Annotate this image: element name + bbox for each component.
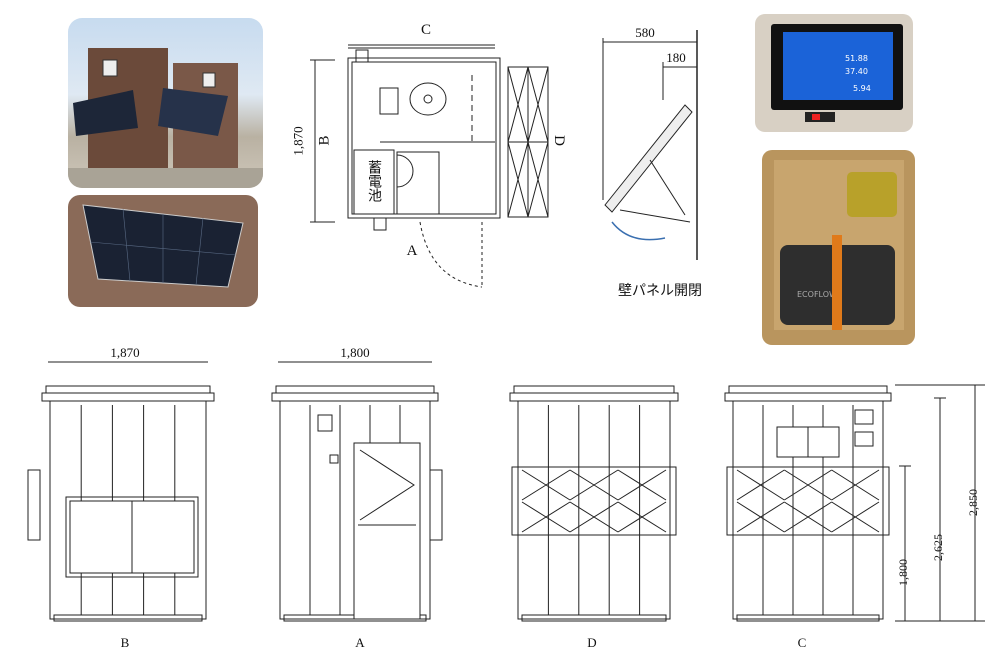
elevation-d-label: D	[587, 635, 597, 650]
battery-label: 蓄電池	[366, 160, 381, 202]
elevation-b-base	[53, 614, 203, 622]
elevation-c-panel-bracing	[736, 469, 785, 533]
elevation-b-roof	[41, 392, 215, 402]
height-dimension-1800: 1,800	[896, 559, 910, 586]
tilted-panel	[604, 104, 693, 213]
elevation-c-panel-bracing	[831, 469, 880, 533]
elevation-d-solar-rail	[513, 385, 675, 394]
monitor-screen	[783, 32, 893, 100]
door-swing	[419, 221, 483, 288]
plan-dimension-1870: 1,870	[290, 126, 306, 156]
plan-label-b: B	[316, 135, 333, 146]
elevation-c-vent	[854, 431, 874, 447]
folding-wall-panel-d	[507, 66, 549, 218]
elevation-d-panel-bracing	[521, 469, 571, 533]
photo-unit-exterior	[68, 18, 263, 188]
plan-label-d: D	[550, 135, 567, 146]
elevation-a-switch	[329, 454, 339, 464]
photo-battery: ECOFLOW	[762, 150, 915, 345]
elevation-a-roof	[271, 392, 439, 402]
elevation-d-panel-bracing	[569, 469, 619, 533]
elevation-a-wall-panel	[429, 469, 443, 541]
elevation-a-body	[279, 400, 431, 620]
elevation-b-body	[49, 400, 207, 620]
power-switch	[805, 112, 835, 122]
elevation-d-panel-bracing	[617, 469, 667, 533]
elevation-b-window	[65, 496, 199, 578]
photo-monitor: 51.88 37.40 5.94	[755, 14, 913, 132]
toilet-bowl	[409, 82, 447, 116]
charge-controller	[847, 172, 897, 217]
elevation-a-solar-rail	[275, 385, 435, 394]
elevation-c-body	[732, 400, 884, 620]
elevation-b-window-frame	[69, 500, 195, 574]
elevation-c-panel-bracing	[784, 469, 832, 533]
elevation-c-base	[736, 614, 880, 622]
plan-label-a: A	[406, 243, 418, 259]
elevation-d-folding-panel	[511, 466, 677, 536]
elevation-b-label: B	[120, 635, 130, 650]
elevation-c-vent	[854, 409, 874, 425]
elevation-d-base	[521, 614, 667, 622]
monitor-value-2: 37.40	[845, 67, 868, 76]
elevation-b-solar-rail	[45, 385, 211, 394]
unit-exterior-illustration	[68, 48, 263, 188]
elevation-d-body	[517, 400, 671, 620]
elevation-a-label: A	[355, 635, 365, 650]
open-close-arrow	[611, 221, 666, 241]
elevation-b-dimension: 1,870	[110, 345, 140, 360]
elevation-b-wall-panel	[27, 469, 41, 541]
elevation-c-window	[776, 426, 840, 458]
panel-dimension-580: 580	[635, 25, 655, 40]
elevation-a-dimension: 1,800	[340, 345, 370, 360]
battery-brand: ECOFLOW	[797, 290, 837, 299]
elevation-a-vent	[317, 414, 333, 432]
elevation-d-roof	[509, 392, 679, 402]
solar-panel-illustration	[82, 204, 244, 288]
indicator-light	[812, 114, 820, 120]
elevation-a-door-swing-mark	[359, 449, 415, 521]
photo-solar-panel	[68, 195, 258, 307]
monitor-value-3: 5.94	[853, 84, 871, 93]
monitor-value-1: 51.88	[845, 54, 868, 63]
panel-dimension-180: 180	[666, 50, 686, 65]
elevation-a-door	[353, 442, 421, 620]
height-dimension-2625: 2,625	[931, 534, 945, 561]
height-dimension-2850: 2,850	[966, 489, 980, 516]
elevation-c-label: C	[797, 635, 807, 650]
plan-label-c: C	[420, 22, 432, 38]
panel-caption: 壁パネル開閉	[618, 284, 702, 299]
elevation-c-folding-panel	[726, 466, 890, 536]
elevation-c-roof	[724, 392, 892, 402]
elevation-a-base	[283, 614, 427, 622]
elevation-c-solar-rail	[728, 385, 888, 394]
